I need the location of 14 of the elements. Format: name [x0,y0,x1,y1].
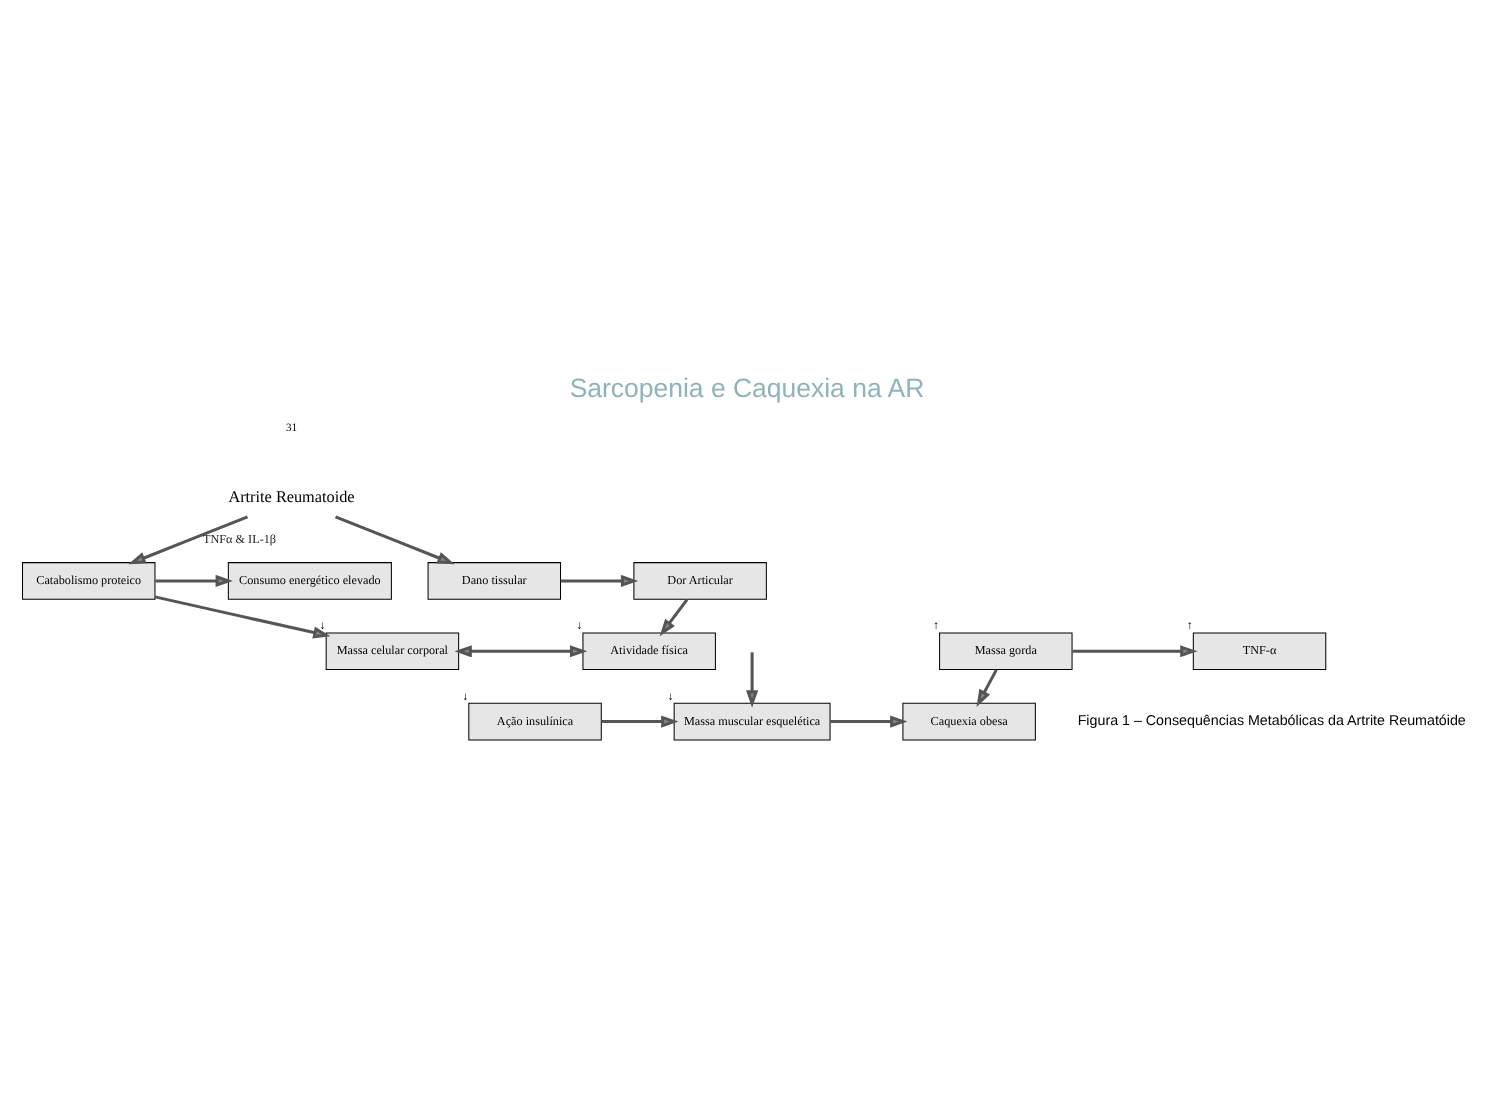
node-text: Artrite Reumatoide [228,488,355,507]
arrow [128,515,249,565]
arrow [601,715,679,728]
diagram-title: Sarcopenia e Caquexia na AR [569,373,925,404]
arrow [454,645,588,658]
arrow [155,574,233,588]
arrow [830,715,908,728]
arrow [334,515,455,565]
arrow [560,574,639,588]
arrow [154,595,331,639]
arrow [976,669,998,707]
arrow [1072,645,1198,658]
arrow [746,652,759,708]
arrow [659,598,689,637]
